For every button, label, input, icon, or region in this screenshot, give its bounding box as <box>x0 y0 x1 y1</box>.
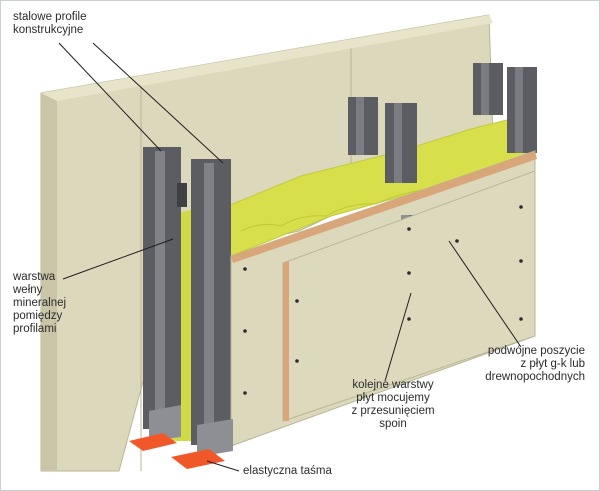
label-line: drewnopochodnych <box>485 371 585 383</box>
label-line: z płyt g-k lub <box>520 358 585 370</box>
label-line: warstwa <box>13 271 56 283</box>
back-board-edge <box>41 91 57 471</box>
steel-profile-front-1 <box>143 147 187 429</box>
steel-profile-rear-4 <box>507 67 537 153</box>
leader-profiles-1 <box>58 42 162 152</box>
cladding-board-outer-edge <box>283 261 289 421</box>
leader-cladding <box>448 240 522 348</box>
label-line: płyt mocujemy <box>356 392 430 404</box>
label-line: pomiędzy <box>13 310 63 322</box>
label-line: z przesunięciem <box>351 405 435 417</box>
label-line: stalowe profile <box>13 11 87 23</box>
label-line: konstrukcyjne <box>13 24 84 36</box>
wool-texture <box>240 188 437 232</box>
leader-lines <box>58 42 522 472</box>
steel-profile-front-2 <box>191 159 231 445</box>
cladding-board-inner-top-edge <box>231 151 537 263</box>
steel-profile-rear-3 <box>473 63 503 115</box>
leader-layers <box>384 292 412 382</box>
leader-profiles-2 <box>92 42 224 164</box>
steel-profile-rear-1 <box>348 97 378 155</box>
leader-wool <box>62 238 174 280</box>
label-board-layers: kolejne warstwy płyt mocujemy z przesuni… <box>343 379 443 431</box>
label-line: profilami <box>13 323 57 335</box>
label-double-cladding: podwójne poszycie z płyt g-k lub drewnop… <box>473 345 585 384</box>
bottom-track-2 <box>197 419 233 457</box>
bottom-track-1 <box>149 405 181 441</box>
elastic-tape-1 <box>129 433 177 451</box>
back-board-front-edge <box>41 15 493 101</box>
label-line: mineralnej <box>13 297 67 309</box>
screws <box>243 205 523 395</box>
elastic-tape-2 <box>171 449 225 469</box>
steel-profile-rear-2 <box>385 103 417 183</box>
label-steel-profiles: stalowe profile konstrukcyjne <box>13 11 87 37</box>
leader-tape <box>206 460 240 472</box>
label-mineral-wool: warstwa wełny mineralnej pomiędzy profil… <box>13 271 66 336</box>
label-line: elastyczna taśma <box>243 465 332 477</box>
label-line: wełny <box>13 284 43 296</box>
label-line: kolejne warstwy <box>352 379 434 391</box>
label-line: spoin <box>379 418 407 430</box>
label-elastic-tape: elastyczna taśma <box>243 465 332 478</box>
label-line: podwójne poszycie <box>487 345 585 357</box>
